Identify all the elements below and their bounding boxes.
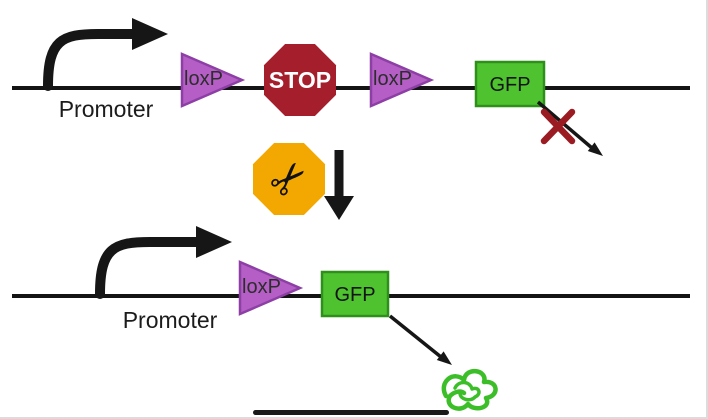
loxp-label-right: loxP <box>373 68 412 90</box>
gfp-gene-bottom <box>320 270 390 318</box>
stop-cassette <box>264 44 336 116</box>
loxp-label-left: loxP <box>184 68 223 90</box>
promoter-arrowhead-icon <box>132 18 168 50</box>
promoter-arrow-icon-bottom <box>95 237 203 299</box>
stop-label: STOP <box>269 67 331 93</box>
promoter-arrow-icon <box>43 29 141 91</box>
top-construct: Promoter loxP STOP loxP GFP <box>12 18 690 156</box>
recombination-step: ✂ <box>253 143 354 220</box>
promoter-arrowhead-icon-bottom <box>196 226 232 258</box>
expression-arrowhead-icon <box>436 351 452 365</box>
expression-arrow <box>388 314 443 359</box>
blocked-cross-icon <box>540 108 576 145</box>
bottom-construct: Promoter loxP GFP <box>12 226 690 411</box>
loxp-label-bottom: loxP <box>242 276 281 298</box>
video-progress-bar[interactable] <box>253 410 449 415</box>
blocked-expression-arrowhead-icon <box>587 142 603 156</box>
loxp-site-right <box>369 52 435 108</box>
gfp-protein-icon <box>441 369 498 411</box>
step-down-arrowhead-icon <box>324 196 354 220</box>
gfp-label-bottom: GFP <box>334 284 375 306</box>
blocked-expression-arrow <box>536 100 594 150</box>
gfp-gene-top <box>474 60 546 108</box>
scissors-octagon <box>253 143 325 215</box>
loxp-site-bottom <box>238 260 304 316</box>
promoter-label-bottom: Promoter <box>123 307 218 333</box>
promoter-label-top: Promoter <box>59 96 154 122</box>
loxp-site-left <box>180 52 246 108</box>
gfp-label-top: GFP <box>489 74 530 96</box>
